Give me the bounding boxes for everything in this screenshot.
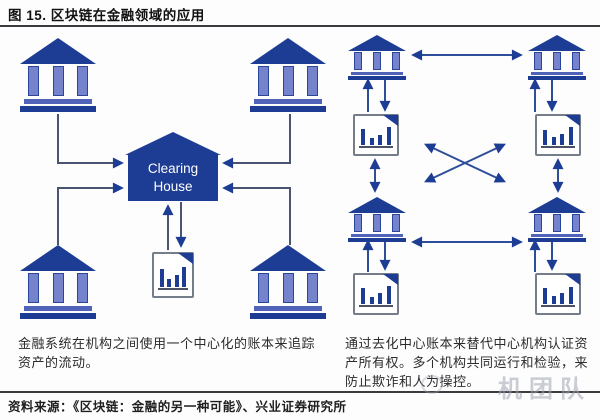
bank-roof [20,38,96,64]
bank-icon [20,245,96,319]
centralized-diagram: Clearing House [0,30,335,332]
ledger-icon [353,273,399,315]
source-attribution: 资料来源：《区块链：金融的另一种可能》、兴业证券研究所 [8,400,347,414]
watermark: 机团队 [498,376,591,403]
bank-icon [528,35,586,80]
bank-icon [250,38,326,112]
bank-icon [348,197,406,242]
bank-icon [250,245,326,319]
ledger-icon [152,252,194,298]
clearing-house-roof [125,132,221,155]
decentralized-arrows [362,49,564,272]
decentralized-diagram [335,30,600,332]
bank-icon [528,197,586,242]
figure-title: 图 15. 区块链在金融领域的应用 [8,8,205,23]
ledger-icon [535,273,581,315]
watermark-logo [421,375,443,394]
footer-divider [0,391,600,393]
title-divider [0,25,600,27]
decentralized-caption: 通过去化中心账本来替代中心机构认证资产所有权。多个机构共同运行和检验，来防止欺诈… [345,336,589,389]
folded-corner [178,253,193,264]
clearing-house-node: Clearing House [125,132,221,201]
centralized-caption: 金融系统在机构之间使用一个中心化的账本来追踪资产的流动。 [18,336,316,370]
clearing-house-label: Clearing House [128,155,218,201]
ledger-icon [535,114,581,156]
bank-icon [20,38,96,112]
centralized-arrows [57,114,291,250]
ledger-icon [353,114,399,156]
bank-icon [348,35,406,80]
